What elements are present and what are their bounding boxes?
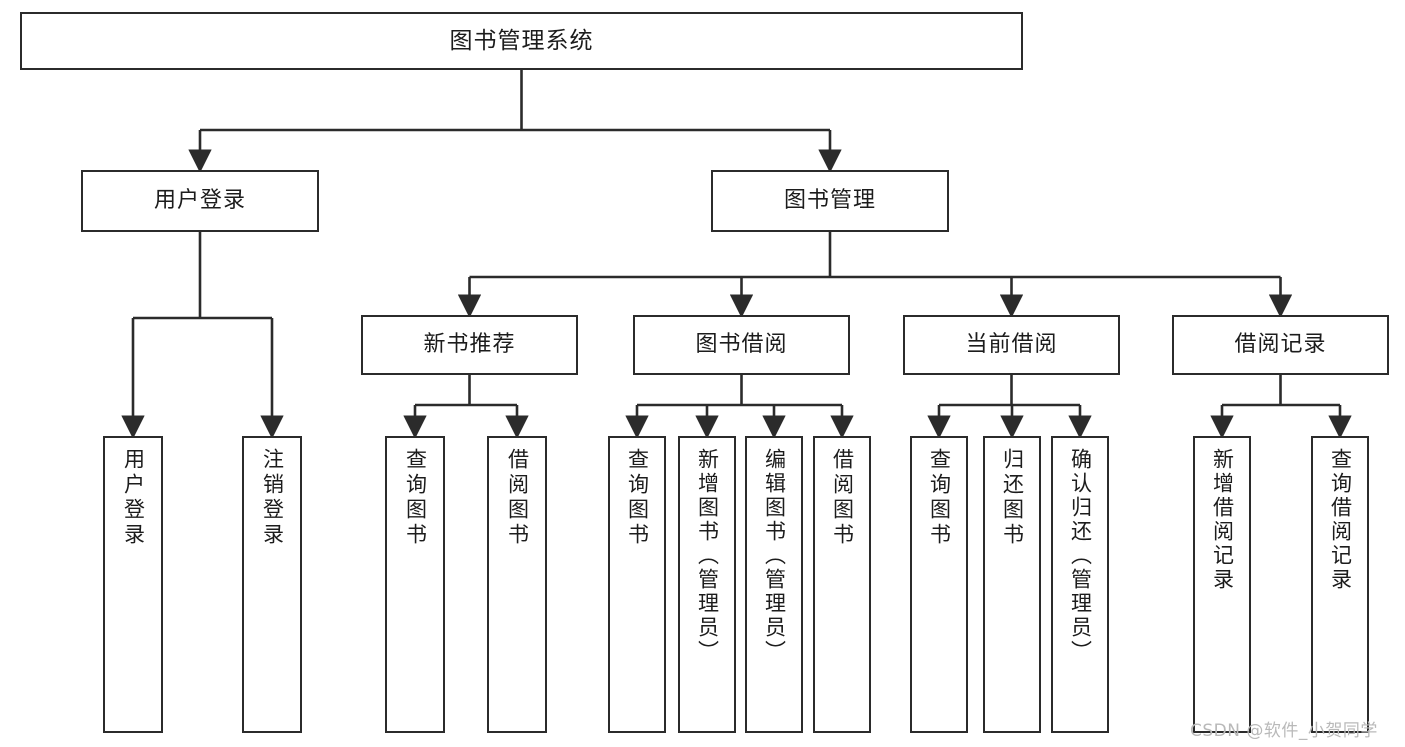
node-label-leaf_edit_book: 编辑图书（管理员） <box>762 448 787 664</box>
edge-lines <box>121 70 1352 439</box>
node-label-book_borrow: 图书借阅 <box>695 332 788 357</box>
node-leaf_edit_book[interactable]: 编辑图书（管理员） <box>745 436 803 733</box>
node-label-leaf_q_rec: 查询借阅记录 <box>1328 448 1353 592</box>
node-book_manage[interactable]: 图书管理 <box>711 170 949 232</box>
node-book_borrow[interactable]: 图书借阅 <box>633 315 850 375</box>
csdn-watermark: CSDN @软件_小贺同学 <box>1190 721 1378 741</box>
node-label-new_book_rec: 新书推荐 <box>423 332 516 357</box>
node-label-leaf_user_login: 用户登录 <box>121 448 146 548</box>
node-label-leaf_borrow_2: 借阅图书 <box>830 448 855 548</box>
node-current_borrow[interactable]: 当前借阅 <box>903 315 1120 375</box>
node-label-leaf_add_rec: 新增借阅记录 <box>1210 448 1235 592</box>
node-root[interactable]: 图书管理系统 <box>20 12 1023 70</box>
node-label-leaf_add_book: 新增图书（管理员） <box>695 448 720 664</box>
node-leaf_q_book_1[interactable]: 查询图书 <box>385 436 445 733</box>
node-label-leaf_borrow_1: 借阅图书 <box>505 448 530 548</box>
node-leaf_logout[interactable]: 注销登录 <box>242 436 302 733</box>
node-borrow_record[interactable]: 借阅记录 <box>1172 315 1389 375</box>
node-label-book_manage: 图书管理 <box>783 188 876 213</box>
node-leaf_borrow_1[interactable]: 借阅图书 <box>487 436 547 733</box>
node-leaf_add_rec[interactable]: 新增借阅记录 <box>1193 436 1251 733</box>
node-label-leaf_q_book_2: 查询图书 <box>625 448 650 548</box>
node-label-leaf_q_book_3: 查询图书 <box>927 448 952 548</box>
node-leaf_q_book_2[interactable]: 查询图书 <box>608 436 666 733</box>
node-leaf_user_login[interactable]: 用户登录 <box>103 436 163 733</box>
node-label-user_login: 用户登录 <box>153 188 246 213</box>
node-label-leaf_return: 归还图书 <box>1000 448 1025 548</box>
node-leaf_borrow_2[interactable]: 借阅图书 <box>813 436 871 733</box>
node-leaf_conf_ret[interactable]: 确认归还（管理员） <box>1051 436 1109 733</box>
node-leaf_q_rec[interactable]: 查询借阅记录 <box>1311 436 1369 733</box>
node-leaf_q_book_3[interactable]: 查询图书 <box>910 436 968 733</box>
node-label-borrow_record: 借阅记录 <box>1234 332 1327 357</box>
node-leaf_return[interactable]: 归还图书 <box>983 436 1041 733</box>
node-label-current_borrow: 当前借阅 <box>965 332 1058 357</box>
node-user_login[interactable]: 用户登录 <box>81 170 319 232</box>
node-new_book_rec[interactable]: 新书推荐 <box>361 315 578 375</box>
node-label-leaf_logout: 注销登录 <box>260 448 285 548</box>
node-label-leaf_q_book_1: 查询图书 <box>403 448 428 548</box>
node-leaf_add_book[interactable]: 新增图书（管理员） <box>678 436 736 733</box>
node-label-leaf_conf_ret: 确认归还（管理员） <box>1068 448 1093 664</box>
node-label-root: 图书管理系统 <box>449 27 594 54</box>
